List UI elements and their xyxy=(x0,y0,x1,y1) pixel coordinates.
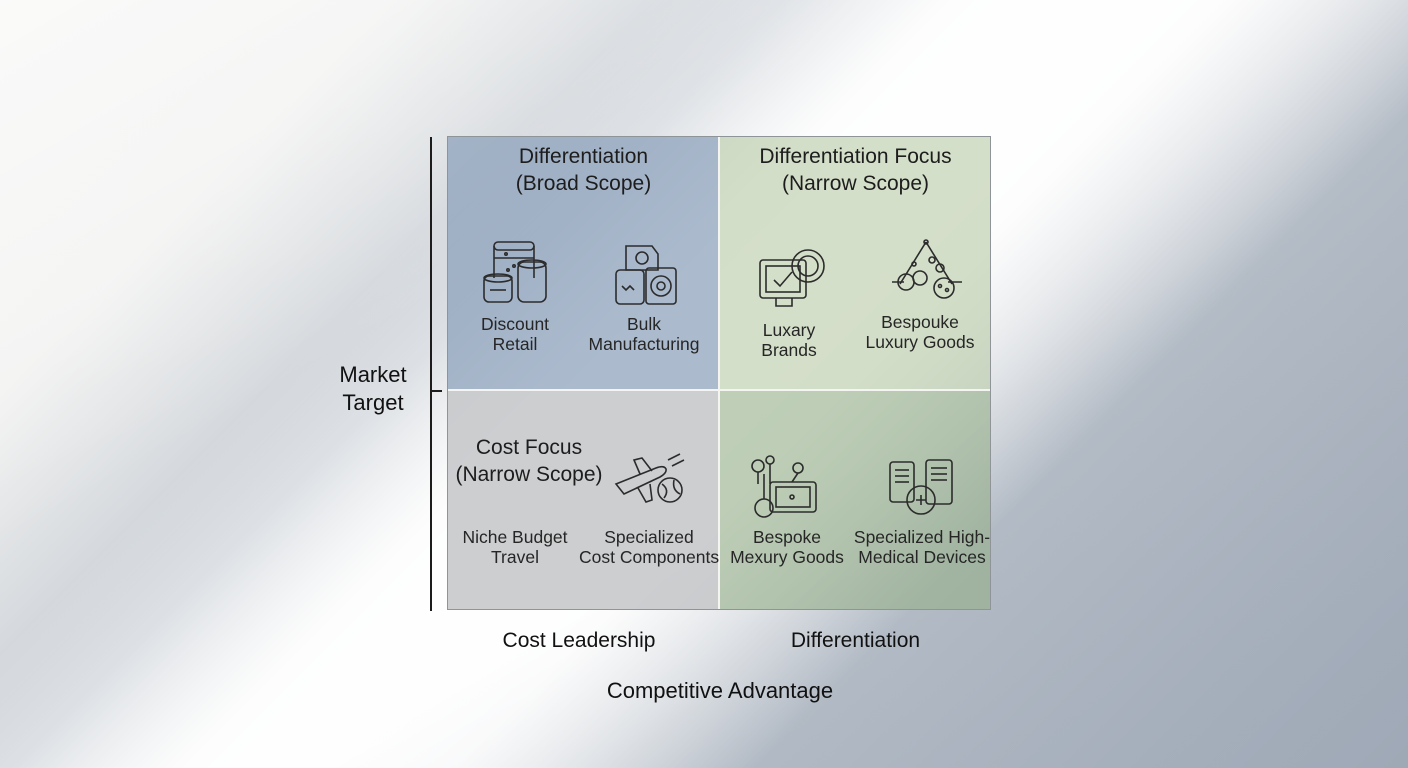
quadrant-title-bottom-left: Cost Focus (Narrow Scope) xyxy=(448,434,610,488)
item-label-line2: Medical Devices xyxy=(858,547,986,567)
y-axis-title-line1: Market xyxy=(339,362,407,387)
airplane-globe-icon xyxy=(612,450,688,512)
item-bespoke-mexury-goods: Bespoke Mexury Goods xyxy=(727,527,847,567)
item-label-line1: Specialized xyxy=(604,527,694,547)
item-label-line1: Specialized High- xyxy=(853,527,991,547)
quadrant-title-line2: (Broad Scope) xyxy=(515,172,652,195)
quadrant-top-left xyxy=(448,137,719,390)
item-specialized-high-medical-devices: Specialized High- Medical Devices xyxy=(852,527,992,567)
quadrant-title-line1: Differentiation Focus xyxy=(759,145,952,168)
y-axis-line xyxy=(430,137,432,611)
quadrant-divider-horizontal xyxy=(448,389,991,391)
quadrant-title-top-right: Differentiation Focus (Narrow Scope) xyxy=(720,143,991,197)
medical-device-icon xyxy=(886,456,956,520)
x-axis-title: Competitive Advantage xyxy=(606,678,834,703)
screen-network-icon xyxy=(748,454,822,522)
item-specialized-cost-components: Specialized Cost Components xyxy=(579,527,719,567)
item-label-line2: Manufacturing xyxy=(588,334,700,354)
quadrant-bottom-left xyxy=(448,391,719,610)
y-axis-title: Market Target xyxy=(318,361,428,417)
item-label-line2: Mexury Goods xyxy=(730,547,844,567)
quadrant-title-line2: (Narrow Scope) xyxy=(781,172,930,195)
item-bulk-manufacturing: Bulk Manufacturing xyxy=(580,314,708,354)
item-label-line1: Luxary xyxy=(762,320,816,340)
item-niche-budget-travel: Niche Budget Travel xyxy=(456,527,574,567)
stacked-containers-icon xyxy=(480,238,552,306)
quadrant-divider-vertical xyxy=(718,137,720,610)
y-axis-tick xyxy=(430,390,442,392)
item-label-line2: Retail xyxy=(492,334,538,354)
x-axis-category-cost-leadership: Cost Leadership xyxy=(502,629,656,652)
item-discount-retail: Discount Retail xyxy=(455,314,575,354)
item-luxary-brands: Luxary Brands xyxy=(730,320,848,360)
industrial-machine-icon xyxy=(612,240,680,308)
item-label-line2: Travel xyxy=(491,547,539,567)
quadrant-top-right xyxy=(720,137,991,390)
item-label-line1: Niche Budget xyxy=(462,527,568,547)
quadrant-title-line1: Cost Focus xyxy=(475,436,583,459)
item-label-line1: Discount xyxy=(480,314,550,334)
item-label-line1: Bulk xyxy=(626,314,662,334)
item-label-line1: Bespouke xyxy=(881,312,959,332)
quadrant-bottom-right xyxy=(720,391,991,610)
quadrant-title-line2: (Narrow Scope) xyxy=(455,463,603,486)
y-axis-title-line2: Target xyxy=(342,390,404,415)
quadrant-title-top-left: Differentiation (Broad Scope) xyxy=(448,143,719,197)
gem-tent-icon xyxy=(886,238,966,302)
item-label-line1: Bespoke xyxy=(752,527,822,547)
item-label-line2: Luxury Goods xyxy=(865,332,975,352)
item-label-line2: Brands xyxy=(761,340,817,360)
item-bespouke-luxury-goods: Bespouke Luxury Goods xyxy=(856,312,984,352)
quadrant-title-line1: Differentiation xyxy=(518,145,649,168)
x-axis-category-differentiation: Differentiation xyxy=(790,629,921,652)
monitor-badge-icon xyxy=(756,246,830,312)
item-label-line2: Cost Components xyxy=(579,547,720,567)
